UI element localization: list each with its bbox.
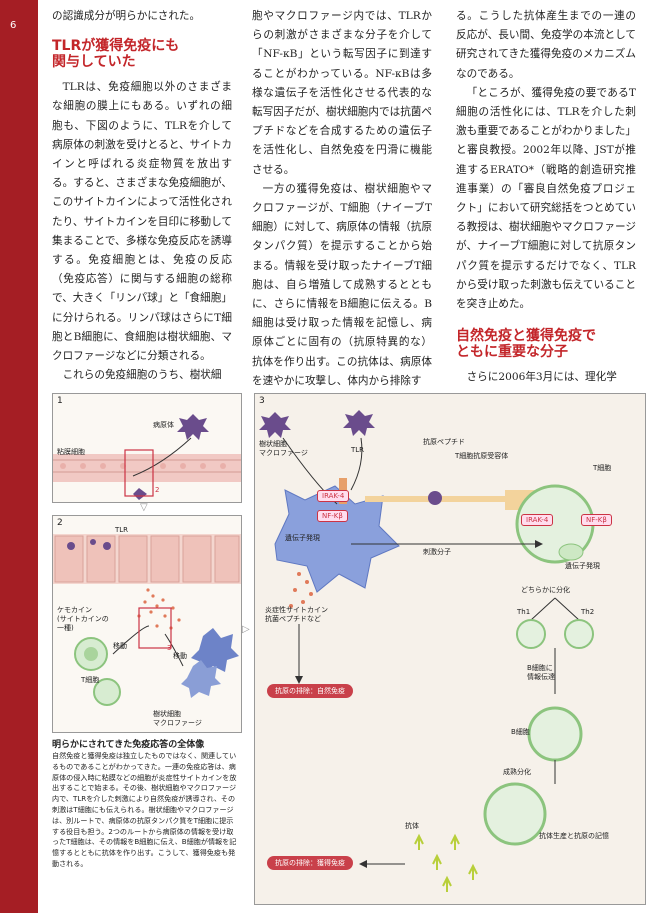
col1-lead: の認識成分が明らかにされた。 <box>52 10 201 22</box>
right-arrow-icon: ▷ <box>242 624 250 635</box>
panel2-illustration <box>53 534 241 706</box>
page-number: 6 <box>10 20 17 31</box>
exclusion-acquired-pill: 抗原の排除：獲得免疫 <box>267 856 353 870</box>
text-column-2: 胞やマクロファージ内では、TLRからの刺激がさまざまな分子を介して「NF-κB」… <box>252 7 432 391</box>
pathogen-icon <box>177 414 209 440</box>
irak4-tag: IRAK-4 <box>317 490 350 502</box>
zoom-box-2 <box>124 449 154 497</box>
section-heading-1: TLRが獲得免疫にも 関与していた <box>52 38 180 71</box>
caption-body: 自然免疫と獲得免疫は独立したものではなく、関連しているものであることがわかってき… <box>52 751 237 868</box>
label-mucosa: 粘膜細胞 <box>57 448 85 456</box>
plasma-cell-icon <box>483 782 547 846</box>
bcell-icon <box>527 706 583 762</box>
col1-paragraph-1: TLRは、免疫細胞以外のさまざまな細胞の膜上にもある。いずれの細胞も、下図のよう… <box>52 81 232 363</box>
figure-caption: 明らかにされてきた免疫応答の全体像 自然免疫と獲得免疫は独立したものではなく、関… <box>52 739 240 870</box>
col2-paragraph-2: 一方の獲得免疫は、樹状細胞やマクロファージが、T細胞（ナイーブT細胞）に対して、… <box>252 182 432 387</box>
down-arrow-icon: ▽ <box>140 502 148 513</box>
zoom-box-3 <box>138 607 172 649</box>
dc-macrophage-icon <box>274 485 400 593</box>
label-dc3: 樹状細胞 マクロファージ <box>259 440 308 457</box>
exclusion-innate-pill: 抗原の排除：自然免疫 <box>267 684 353 698</box>
col3-paragraph-1: る。こうした抗体産生までの一連の反応が、長い間、免疫学の本流として研究されてきた… <box>456 10 636 80</box>
dendritic-cell-icon <box>191 628 239 674</box>
label-chemokine: ケモカイン (サイトカインの 一種) <box>57 606 109 632</box>
figure-panel-1: 1 病原体 粘膜細胞 2 <box>52 393 242 503</box>
panel1-illustration <box>53 414 241 500</box>
figure-panel-3: 3 樹状細胞 マクロファージ TLR IRAK-4 NF-Kβ 遺伝子発現 抗原… <box>254 393 646 905</box>
nfkb-tag: NF-Kβ <box>317 510 348 522</box>
section-heading-2: 自然免疫と獲得免疫で ともに重要な分子 <box>456 328 596 361</box>
antibody-icons <box>414 833 478 892</box>
panel3-illustration <box>259 410 595 892</box>
label-dc-macrophage: 樹状細胞 マクロファージ <box>153 710 202 727</box>
caption-title: 明らかにされてきた免疫応答の全体像 <box>52 740 205 750</box>
th1-cell-icon <box>516 619 546 649</box>
page-sidebar: 6 <box>0 0 38 913</box>
antigen-peptide-icon <box>428 491 442 505</box>
col1-paragraph-2: これらの免疫細胞のうち、樹状細 <box>62 369 222 382</box>
label-pathogen: 病原体 <box>153 421 174 429</box>
col3-paragraph-2: 「ところが、獲得免疫の要であるT細胞の活性化には、TLRを介した刺激も重要である… <box>456 86 636 311</box>
pathogen-small-icon <box>133 488 147 500</box>
text-column-1: の認識成分が明らかにされた。 TLRが獲得免疫にも 関与していた TLRは、免疫… <box>52 7 232 385</box>
col3-paragraph-3: さらに2006年3月には、理化学 <box>466 371 617 384</box>
col2-paragraph-1: 胞やマクロファージ内では、TLRからの刺激がさまざまな分子を介して「NF-κB」… <box>252 10 432 176</box>
text-column-3: る。こうした抗体産生までの一連の反応が、長い間、免疫学の本流として研究されてきた… <box>456 7 636 387</box>
th2-cell-icon <box>564 619 594 649</box>
figure-panel-2: 2 TLR ケモカイン (サイトカインの 一種) 移動 移動 T細胞 3 樹状細… <box>52 515 242 733</box>
